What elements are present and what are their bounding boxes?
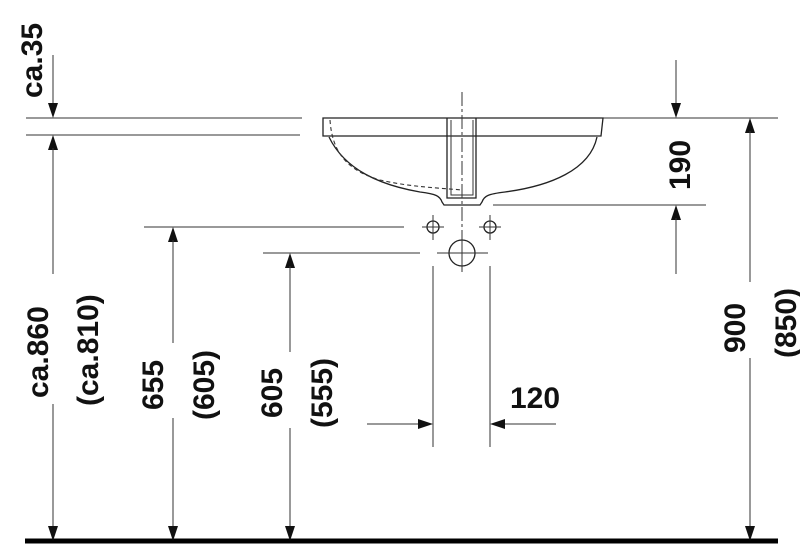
svg-text:605: 605: [256, 368, 289, 418]
waste-outlet-icon: [437, 236, 488, 272]
dimension-655: 655 (605): [137, 227, 221, 541]
svg-text:ca.35: ca.35: [16, 23, 49, 98]
dimension-190: 190: [664, 60, 697, 274]
dimension-120: 120: [367, 382, 560, 429]
countertop-lines: [26, 117, 302, 136]
svg-text:190: 190: [664, 140, 697, 190]
svg-text:(605): (605): [188, 350, 221, 420]
svg-text:900: 900: [719, 303, 752, 353]
dimension-900: 900 (850): [719, 118, 800, 541]
dimension-ca860: ca.860 (ca.810): [22, 148, 105, 541]
dimension-605: 605 (555): [256, 253, 339, 541]
svg-text:(850): (850): [770, 288, 800, 358]
washbasin-profile: [322, 117, 604, 206]
tap-hole-right-icon: [479, 215, 501, 240]
svg-text:(555): (555): [306, 358, 339, 428]
tap-hole-left-icon: [422, 215, 444, 240]
svg-text:655: 655: [137, 360, 170, 410]
svg-text:120: 120: [510, 382, 560, 415]
svg-text:(ca.810): (ca.810): [72, 294, 105, 406]
dimension-ca35: ca.35: [16, 23, 58, 150]
svg-text:ca.860: ca.860: [22, 306, 55, 398]
